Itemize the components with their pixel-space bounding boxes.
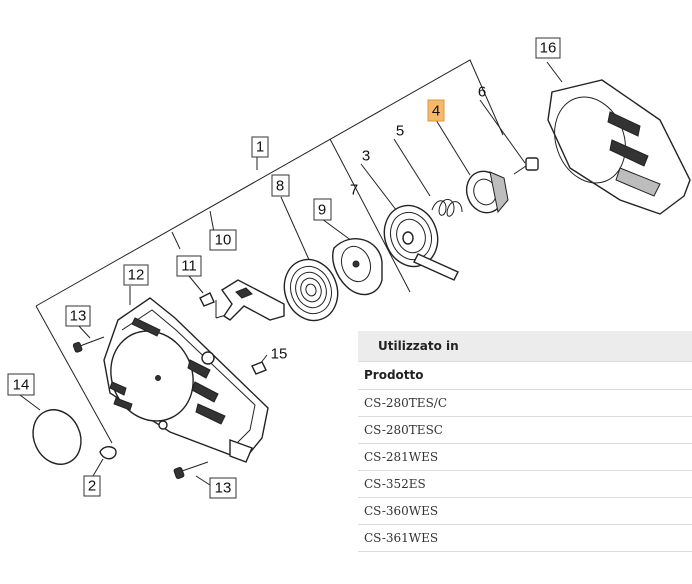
- callout-6[interactable]: 6: [478, 84, 486, 101]
- callout-15[interactable]: 15: [271, 346, 288, 363]
- part-8-spring: [283, 258, 339, 322]
- callout-10[interactable]: 10: [209, 229, 237, 251]
- svg-text:2: 2: [88, 478, 96, 495]
- product-row[interactable]: CS-280TES/C: [358, 390, 692, 417]
- part-11-bracket: [199, 292, 227, 319]
- svg-text:8: 8: [276, 178, 284, 195]
- callout-3[interactable]: 3: [362, 148, 370, 165]
- product-row[interactable]: CS-352ES: [358, 471, 692, 498]
- part-15-plate: [251, 361, 267, 375]
- usage-column-header: Prodotto: [358, 362, 692, 390]
- svg-text:16: 16: [540, 40, 557, 57]
- svg-text:5: 5: [396, 123, 404, 140]
- svg-text:3: 3: [362, 148, 370, 165]
- callout-4-highlighted[interactable]: 4: [427, 99, 445, 122]
- callout-16[interactable]: 16: [535, 37, 561, 59]
- part-10-handle: [220, 279, 285, 321]
- callout-13-top[interactable]: 13: [65, 305, 91, 327]
- product-row[interactable]: CS-360WES: [358, 498, 692, 525]
- product-row[interactable]: CS-361WES: [358, 525, 692, 552]
- part-6-bolt: [513, 157, 539, 175]
- part-2-clip: [99, 446, 117, 460]
- part-16-fan-cover: [547, 79, 691, 215]
- svg-text:14: 14: [13, 377, 30, 394]
- part-12-starter-housing: [103, 297, 269, 463]
- part-13-screw-bottom: [173, 461, 209, 480]
- svg-text:10: 10: [215, 232, 232, 249]
- part-5-spring: [431, 199, 463, 217]
- svg-text:7: 7: [350, 182, 358, 199]
- part-13-screw-top: [72, 336, 105, 353]
- callout-12[interactable]: 12: [123, 264, 149, 286]
- callout-8[interactable]: 8: [271, 174, 290, 197]
- part-9-spring-case: [332, 238, 383, 296]
- callout-11[interactable]: 11: [176, 255, 202, 277]
- part-4-ratchet: [465, 170, 509, 214]
- callout-2[interactable]: 2: [83, 475, 101, 497]
- callout-9[interactable]: 9: [313, 198, 332, 221]
- callout-5[interactable]: 5: [396, 123, 404, 140]
- svg-text:13: 13: [215, 480, 232, 497]
- svg-text:15: 15: [271, 346, 288, 363]
- part-7-rope: [413, 253, 459, 281]
- callout-7[interactable]: 7: [350, 182, 358, 199]
- leader-lines: [19, 59, 563, 486]
- svg-text:4: 4: [432, 103, 440, 120]
- svg-text:11: 11: [181, 258, 197, 275]
- svg-text:9: 9: [318, 202, 326, 219]
- product-row[interactable]: CS-281WES: [358, 444, 692, 471]
- svg-text:12: 12: [128, 267, 145, 284]
- usage-panel-header: Utilizzato in: [358, 331, 692, 362]
- callout-1[interactable]: 1: [251, 136, 269, 158]
- product-row[interactable]: CS-280TESC: [358, 417, 692, 444]
- callout-13-bottom[interactable]: 13: [209, 477, 237, 499]
- callout-14[interactable]: 14: [7, 373, 35, 396]
- svg-text:6: 6: [478, 84, 486, 101]
- part-14-decal: [32, 409, 82, 465]
- usage-panel: Utilizzato in Prodotto CS-280TES/C CS-28…: [358, 331, 692, 552]
- svg-text:1: 1: [256, 139, 264, 156]
- svg-text:13: 13: [70, 308, 87, 325]
